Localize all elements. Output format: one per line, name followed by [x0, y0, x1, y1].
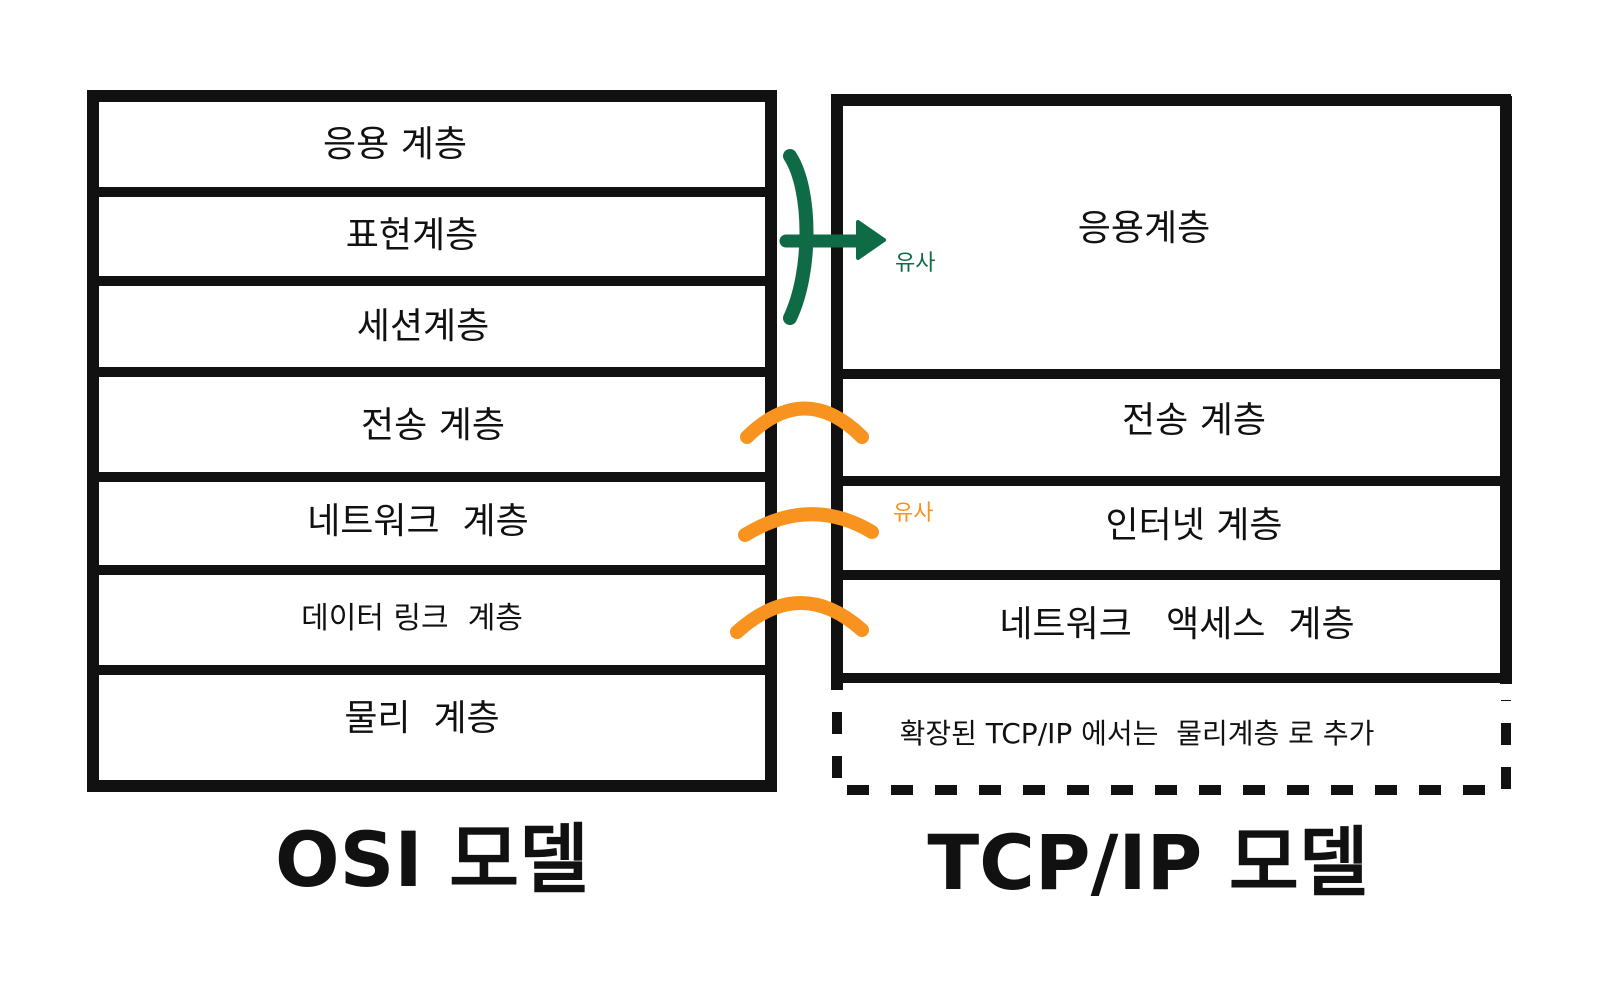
osi-presentation-layer: 표현계층	[346, 215, 478, 256]
orange-arc-transport	[740, 401, 869, 444]
tcpip-extended-physical-box	[832, 700, 1511, 795]
tcpip-transport-layer: 전송 계층	[1122, 400, 1266, 441]
orange-arc-datalink	[730, 596, 869, 639]
osi-stack: 응용 계층 표현계층 세션계층 전송 계층 네트워크 계층 데이터 링크 계층 …	[87, 90, 777, 792]
osi-datalink-layer: 데이터 링크 계층	[301, 601, 523, 636]
green-similar-label: 유사	[895, 251, 935, 276]
osi-network-layer: 네트워크 계층	[307, 501, 529, 542]
tcpip-extended-note: 확장된 TCP/IP 에서는 물리계층 로 추가	[900, 717, 1375, 750]
osi-session-layer: 세션계층	[357, 306, 489, 347]
green-arrow-head-icon	[856, 220, 886, 260]
orange-arc-network	[738, 507, 879, 542]
osi-application-layer: 응용 계층	[323, 124, 467, 165]
orange-similarity-arcs: 유사	[730, 401, 933, 639]
tcpip-application-layer: 응용계층	[1078, 208, 1210, 249]
tcpip-network-access-layer: 네트워크 액세스 계층	[999, 604, 1354, 645]
orange-similar-label: 유사	[893, 501, 933, 526]
osi-stack-frame	[87, 90, 777, 792]
tcpip-stack: 응용계층 전송 계층 인터넷 계층 네트워크 액세스 계층 확장된 TCP/IP…	[831, 94, 1512, 795]
green-bracket-curve	[783, 149, 814, 325]
green-similarity-bracket: 유사	[779, 149, 935, 325]
osi-physical-layer: 물리 계층	[344, 698, 499, 739]
tcpip-model-title: TCP/IP 모델	[927, 818, 1368, 907]
osi-transport-layer: 전송 계층	[361, 405, 505, 446]
tcpip-internet-layer: 인터넷 계층	[1105, 505, 1282, 546]
osi-model-title: OSI 모델	[275, 815, 589, 904]
